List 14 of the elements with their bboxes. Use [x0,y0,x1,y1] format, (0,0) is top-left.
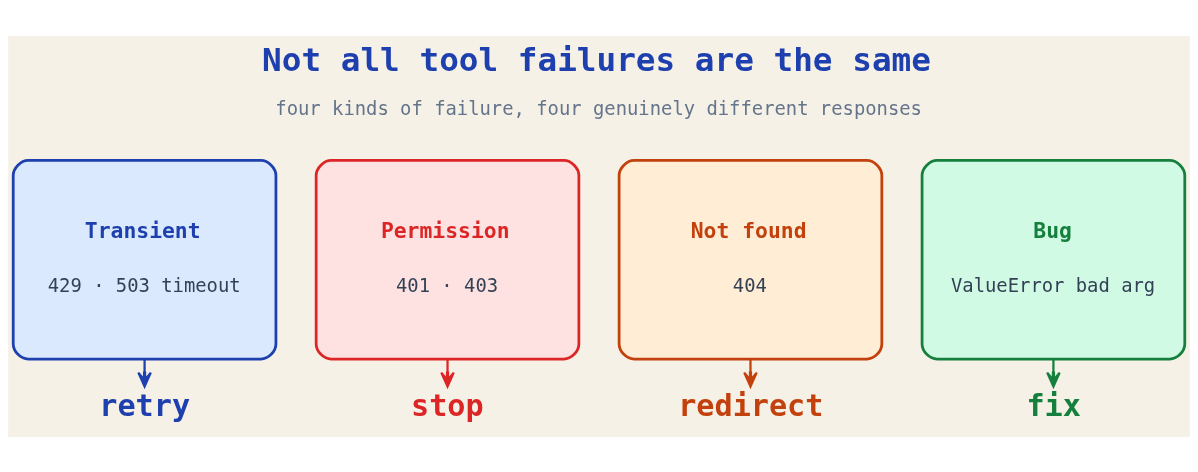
arrow [743,358,758,388]
label: four kinds of failure, four genuinely different responses [275,97,922,119]
arrow [137,358,152,388]
node-box: Not found 404 [617,158,884,360]
arrow [440,358,455,388]
node-box: Permission 401 · 403 [314,158,581,360]
diagram-title: Not all tool failures are the same [262,40,931,79]
node-text: retry [99,387,191,423]
arrow [1046,358,1061,388]
node-text: fix [1026,387,1081,423]
node-text: stop [411,387,484,423]
node-text: redirect [678,387,824,423]
node-box: Bug ValueError bad arg [920,158,1187,360]
node-box: Transient 429 · 503 timeout [11,158,278,360]
